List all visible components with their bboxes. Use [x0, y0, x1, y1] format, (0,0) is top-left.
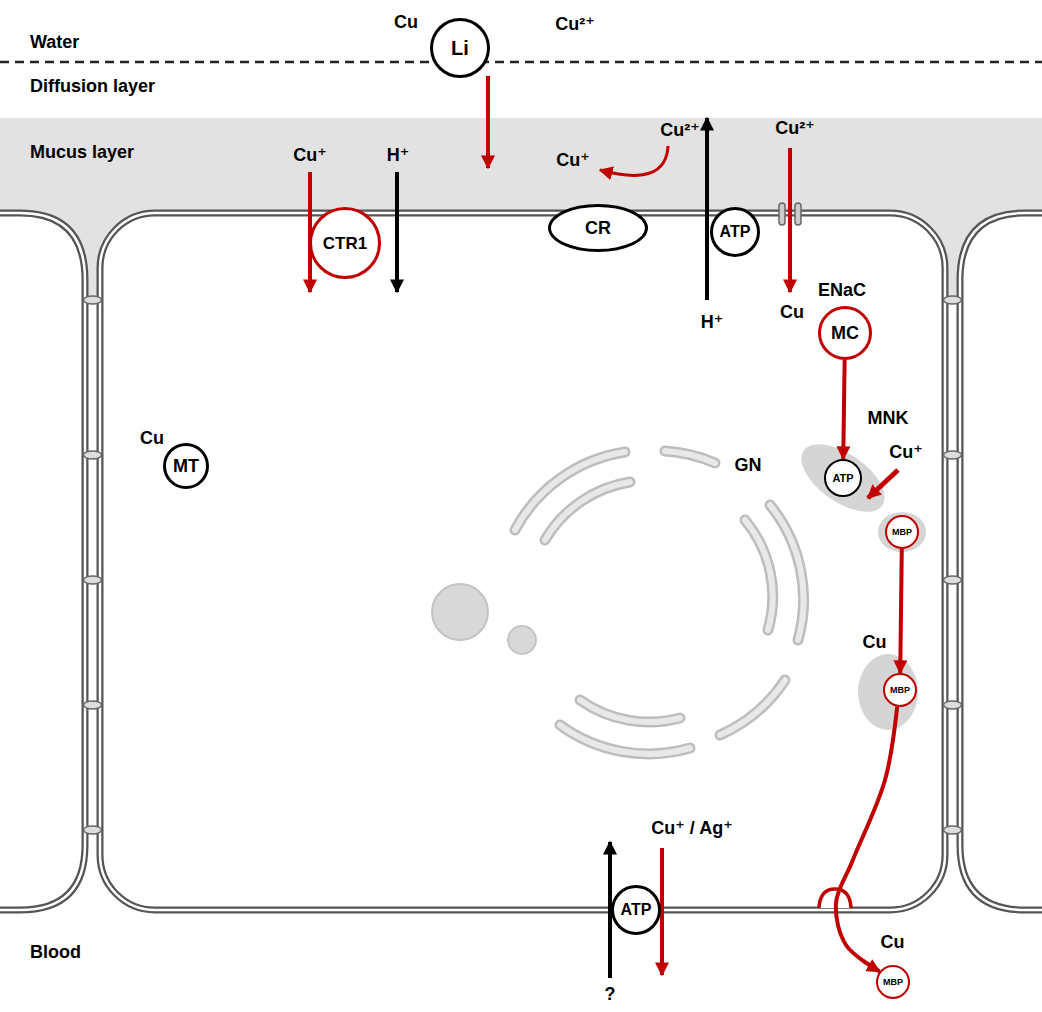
pump-circle: ATP	[824, 459, 862, 497]
ion-label: Cu⁺	[293, 146, 327, 164]
protein-label: MNK	[868, 409, 909, 427]
node-heading: Cu	[780, 303, 804, 321]
node-label: MC	[831, 324, 859, 342]
pump-circle: ATP	[710, 207, 760, 257]
metallothionein-circle: CuMT	[163, 443, 209, 489]
vesicle-ellipse	[858, 654, 918, 730]
node-label: ATP	[720, 224, 751, 240]
ion-label: Cu²⁺	[775, 119, 815, 137]
proton-arrow	[705, 118, 709, 300]
node-label: CTR1	[323, 235, 367, 252]
reduction-arrow	[600, 146, 668, 175]
loading-arrow	[868, 470, 898, 498]
ion-label: Cu⁺	[556, 151, 590, 169]
channel-arrow	[788, 148, 792, 292]
channel-subunit	[795, 203, 801, 225]
channel-subunit	[779, 203, 785, 225]
node-label: Li	[451, 38, 469, 58]
membrane-gap	[960, 213, 1042, 910]
reductase-ellipse: CR	[548, 204, 648, 252]
epithelial-cell	[100, 213, 945, 910]
illustration-shape	[944, 826, 962, 834]
ion-label: Cu²⁺	[660, 121, 700, 139]
node-heading: Cu	[140, 429, 164, 447]
golgi-fill	[515, 451, 804, 754]
ion-label: H⁺	[387, 146, 410, 164]
transport-arrow	[843, 360, 844, 459]
region-label: Water	[30, 33, 79, 51]
node-heading: Cu	[881, 933, 905, 951]
protein-circle: CuMBP	[883, 673, 917, 707]
membrane-gap	[100, 213, 945, 910]
illustration-shape	[944, 451, 962, 459]
illustration-shape	[944, 576, 962, 584]
pump-circle: ATP	[611, 885, 661, 935]
ligand-circle: CuLi	[430, 18, 490, 78]
node-label: MT	[173, 457, 199, 475]
unknown-label: ?	[605, 985, 616, 1003]
transporter-circle: CTR1	[309, 207, 381, 279]
chaperone-circle: CuMC	[818, 306, 872, 360]
node-label: CR	[585, 219, 611, 237]
golgi-outline	[515, 451, 804, 754]
node-heading: Cu	[863, 633, 887, 651]
illustration-shape	[84, 451, 102, 459]
node-label: ATP	[621, 902, 652, 918]
protein-circle: MBP	[885, 515, 919, 549]
illustration-shape	[84, 826, 102, 834]
illustration-shape	[84, 296, 102, 304]
vesicle-blob	[508, 626, 536, 654]
region-label: Blood	[30, 943, 81, 961]
illustration-shape	[944, 296, 962, 304]
node-label: MBP	[883, 978, 903, 987]
ion-label: Cu²⁺	[555, 15, 595, 33]
water-boundary	[0, 61, 1042, 64]
illustration-shape	[84, 576, 102, 584]
neighbour-cell	[0, 213, 85, 910]
illustration-shape	[944, 701, 962, 709]
membrane-gap	[0, 213, 85, 910]
node-label: MBP	[892, 528, 912, 537]
proton-arrow	[395, 172, 399, 292]
organelle-label: GN	[735, 456, 762, 474]
transport-arrow	[900, 549, 902, 673]
ion-label: H⁺	[701, 313, 724, 331]
neighbour-cell	[960, 213, 1042, 910]
node-heading: Cu	[394, 13, 418, 31]
node-label: ATP	[832, 473, 853, 484]
diffusion-arrow	[486, 76, 490, 168]
ion-label: Cu⁺	[889, 443, 923, 461]
channel-label: ENaC	[818, 281, 866, 299]
protein-circle: CuMBP	[876, 965, 910, 999]
ion-label: Cu⁺ / Ag⁺	[651, 819, 732, 837]
golgi-blob	[878, 512, 926, 552]
region-label: Diffusion layer	[30, 77, 155, 95]
node-label: MBP	[890, 686, 910, 695]
region-label: Mucus layer	[30, 143, 134, 161]
tight-junctions	[84, 296, 962, 834]
illustration-shape	[84, 701, 102, 709]
vesicle-blob	[432, 584, 488, 640]
